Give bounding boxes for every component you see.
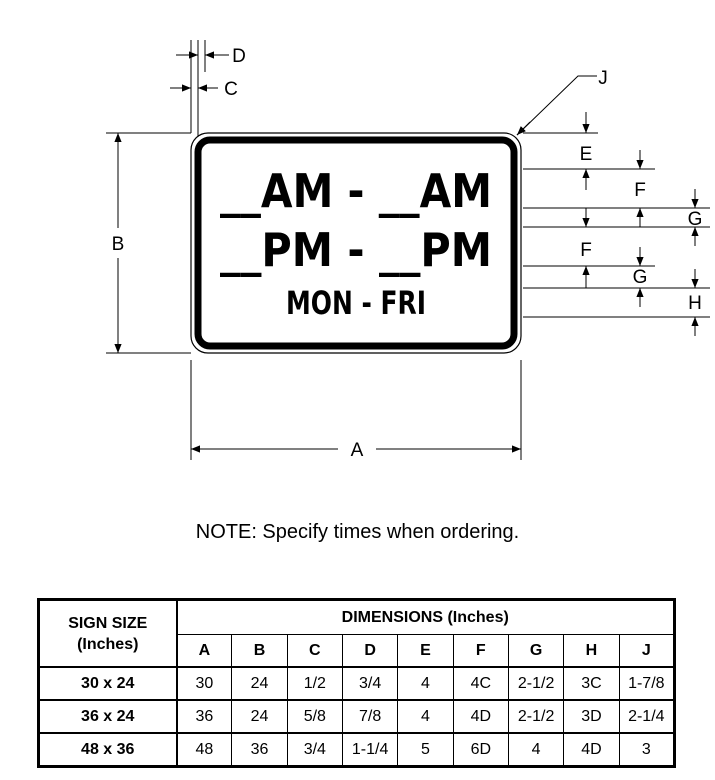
- column-header-g: G: [507, 634, 565, 668]
- column-header-d: D: [341, 634, 399, 668]
- dimensions-header: DIMENSIONS (Inches): [176, 599, 675, 635]
- dimensions-table: SIGN SIZE (Inches) DIMENSIONS (Inches) A…: [37, 598, 676, 768]
- dimension-cell-b: 24: [231, 666, 288, 701]
- dimension-cell-a: 30: [175, 666, 233, 701]
- sign-border: [194, 136, 518, 350]
- sign-size-cell: 48 x 36: [38, 732, 178, 767]
- sign-diagram: __AM - __AM __PM - __PM MON - FRI: [106, 40, 710, 461]
- ordering-note: NOTE: Specify times when ordering.: [195, 521, 520, 543]
- label-f: F: [580, 240, 592, 261]
- sign-line-3: MON - FRI: [286, 284, 426, 322]
- dimension-cell-h: 3D: [563, 699, 620, 734]
- column-header-h: H: [563, 634, 620, 668]
- dimension-cell-g: 2-1/2: [507, 666, 565, 701]
- sign-size-cell: 30 x 24: [38, 666, 178, 701]
- dimension-cell-f: 4C: [452, 666, 509, 701]
- label-j: J: [598, 68, 608, 89]
- dimension-cell-j: 3: [618, 732, 676, 767]
- label-a: A: [351, 440, 364, 461]
- sign-size-header: SIGN SIZE (Inches): [38, 599, 178, 668]
- dimension-cell-g: 2-1/2: [507, 699, 565, 734]
- sign-size-header-line1: SIGN SIZE: [68, 614, 148, 632]
- dimension-cell-c: 1/2: [286, 666, 343, 701]
- dimension-cell-h: 4D: [563, 732, 620, 767]
- dimension-cell-e: 4: [397, 699, 454, 734]
- sign-line-1: __AM - __AM: [220, 164, 492, 218]
- dimension-cell-e: 5: [397, 732, 454, 767]
- dimension-cell-d: 3/4: [341, 666, 399, 701]
- label-f2: F: [634, 180, 646, 201]
- dimension-cell-c: 3/4: [286, 732, 343, 767]
- dimension-cell-c: 5/8: [286, 699, 343, 734]
- dimension-cell-e: 4: [397, 666, 454, 701]
- dimension-cell-j: 1-7/8: [618, 666, 676, 701]
- column-header-f: F: [452, 634, 509, 668]
- dimension-cell-a: 36: [175, 699, 233, 734]
- column-header-j: J: [618, 634, 676, 668]
- label-g2: G: [633, 267, 648, 288]
- dimension-lines: [106, 40, 710, 460]
- dimension-cell-f: 4D: [452, 699, 509, 734]
- dimension-cell-d: 7/8: [341, 699, 399, 734]
- dimension-cell-d: 1-1/4: [341, 732, 399, 767]
- column-header-a: A: [175, 634, 233, 668]
- dimension-cell-j: 2-1/4: [618, 699, 676, 734]
- column-header-e: E: [397, 634, 454, 668]
- sign-outer-edge: [190, 132, 522, 354]
- label-c: C: [224, 79, 238, 100]
- label-b: B: [112, 234, 125, 255]
- label-e: E: [580, 144, 593, 165]
- label-d: D: [232, 46, 246, 67]
- column-header-b: B: [231, 634, 288, 668]
- dimension-letters: A B C D J E F F G G H: [112, 46, 703, 461]
- column-header-c: C: [286, 634, 343, 668]
- dimension-cell-b: 24: [231, 699, 288, 734]
- dimension-cell-a: 48: [175, 732, 233, 767]
- dimension-j-arrowhead: [516, 121, 531, 136]
- dimension-cell-h: 3C: [563, 666, 620, 701]
- dimension-cell-g: 4: [507, 732, 565, 767]
- label-h: H: [688, 293, 702, 314]
- sign-panel: __AM - __AM __PM - __PM MON - FRI: [190, 132, 522, 354]
- dimension-j-leader: [516, 75, 597, 136]
- label-g3: G: [688, 209, 703, 230]
- dimension-cell-b: 36: [231, 732, 288, 767]
- dimension-cell-f: 6D: [452, 732, 509, 767]
- sign-size-cell: 36 x 24: [38, 699, 178, 734]
- sign-line-2: __PM - __PM: [220, 223, 492, 277]
- sign-size-header-line2: (Inches): [77, 635, 139, 653]
